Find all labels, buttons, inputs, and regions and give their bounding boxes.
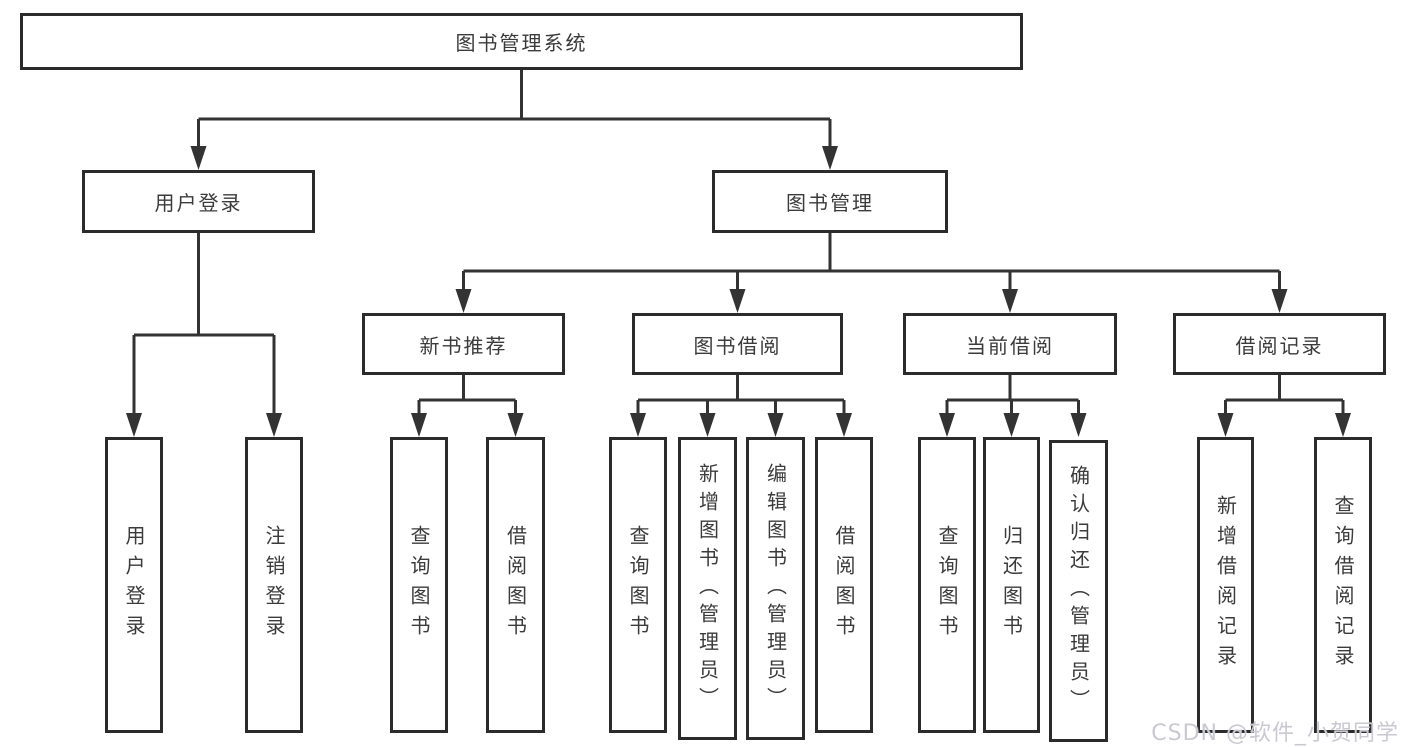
arrowhead: [729, 289, 746, 313]
edge-bookborrow-to-leaves: [636, 375, 846, 433]
leaf-query-borrow-record-label: 查询借阅记录: [1331, 495, 1355, 675]
leaf-borrow-books-a: 借阅图书: [486, 437, 545, 733]
arrowhead: [1335, 413, 1351, 437]
arrowhead: [411, 413, 427, 437]
node-user-login-label: 用户登录: [154, 191, 243, 215]
node-book-management: 图书管理: [712, 170, 948, 233]
node-book-borrowing-label: 图书借阅: [693, 333, 782, 358]
leaf-add-books-admin: 新增图书（管理员）: [678, 437, 737, 740]
leaf-borrow-books-b-label: 借阅图书: [832, 525, 856, 645]
node-new-book-recommend-label: 新书推荐: [419, 333, 508, 358]
edge-userlogin-to-leaves: [132, 233, 276, 433]
arrowhead: [1070, 413, 1087, 437]
arrowhead: [699, 413, 716, 437]
leaf-query-books-c-label: 查询图书: [935, 525, 959, 645]
leaf-query-borrow-record: 查询借阅记录: [1314, 437, 1372, 733]
edge-bookmgmt-to-level3: [462, 233, 1281, 309]
leaf-edit-books-admin: 编辑图书（管理员）: [746, 437, 805, 740]
arrowhead: [190, 146, 207, 170]
arrowhead: [1217, 413, 1234, 437]
edge-root-to-level2: [197, 70, 832, 166]
node-root-label: 图书管理系统: [455, 31, 588, 55]
edge-borrowrecords-to-leaves: [1224, 375, 1345, 433]
leaf-user-login: 用户登录: [105, 437, 163, 733]
edge-newbookrec-to-leaves: [417, 375, 517, 433]
node-book-borrowing: 图书借阅: [632, 313, 843, 375]
arrowhead: [1003, 413, 1020, 437]
arrowhead: [1271, 289, 1288, 313]
arrowhead: [266, 413, 282, 437]
leaf-query-books-a-label: 查询图书: [407, 525, 431, 645]
arrowhead: [507, 413, 524, 437]
arrowhead: [767, 413, 784, 437]
leaf-logout-label: 注销登录: [262, 525, 286, 645]
node-new-book-recommend: 新书推荐: [362, 313, 565, 375]
arrowhead: [630, 413, 646, 437]
csdn-watermark: CSDN @软件_小贺同学: [1151, 721, 1399, 746]
node-root: 图书管理系统: [20, 13, 1023, 70]
leaf-confirm-return-admin: 确认归还（管理员）: [1049, 440, 1108, 742]
leaf-query-books-b-label: 查询图书: [626, 525, 650, 645]
leaf-confirm-return-admin-label: 确认归还（管理员）: [1066, 465, 1091, 717]
leaf-add-borrow-record-label: 新增借阅记录: [1213, 495, 1238, 675]
leaf-return-books-label: 归还图书: [999, 525, 1024, 645]
node-borrowing-records: 借阅记录: [1173, 313, 1386, 375]
leaf-user-login-label: 用户登录: [122, 525, 146, 645]
node-current-borrowing-label: 当前借阅: [966, 333, 1054, 358]
arrowhead: [1002, 289, 1018, 313]
node-borrowing-records-label: 借阅记录: [1235, 333, 1324, 358]
arrowhead: [455, 289, 472, 313]
arrowhead: [939, 413, 955, 437]
node-current-borrowing: 当前借阅: [903, 313, 1117, 375]
leaf-logout: 注销登录: [245, 437, 303, 733]
node-book-management-label: 图书管理: [786, 191, 874, 215]
leaf-query-books-c: 查询图书: [918, 437, 976, 733]
arrowhead: [822, 146, 838, 170]
leaf-edit-books-admin-label: 编辑图书（管理员）: [763, 462, 788, 715]
leaf-return-books: 归还图书: [983, 437, 1040, 733]
node-user-login: 用户登录: [82, 170, 315, 233]
arrowhead: [836, 413, 852, 437]
leaf-borrow-books-a-label: 借阅图书: [503, 525, 528, 645]
arrowhead: [126, 413, 142, 437]
leaf-borrow-books-b: 借阅图书: [815, 437, 873, 733]
leaf-add-borrow-record: 新增借阅记录: [1197, 437, 1254, 733]
leaf-query-books-b: 查询图书: [609, 437, 667, 733]
leaf-add-books-admin-label: 新增图书（管理员）: [695, 462, 720, 715]
leaf-query-books-a: 查询图书: [390, 437, 448, 733]
